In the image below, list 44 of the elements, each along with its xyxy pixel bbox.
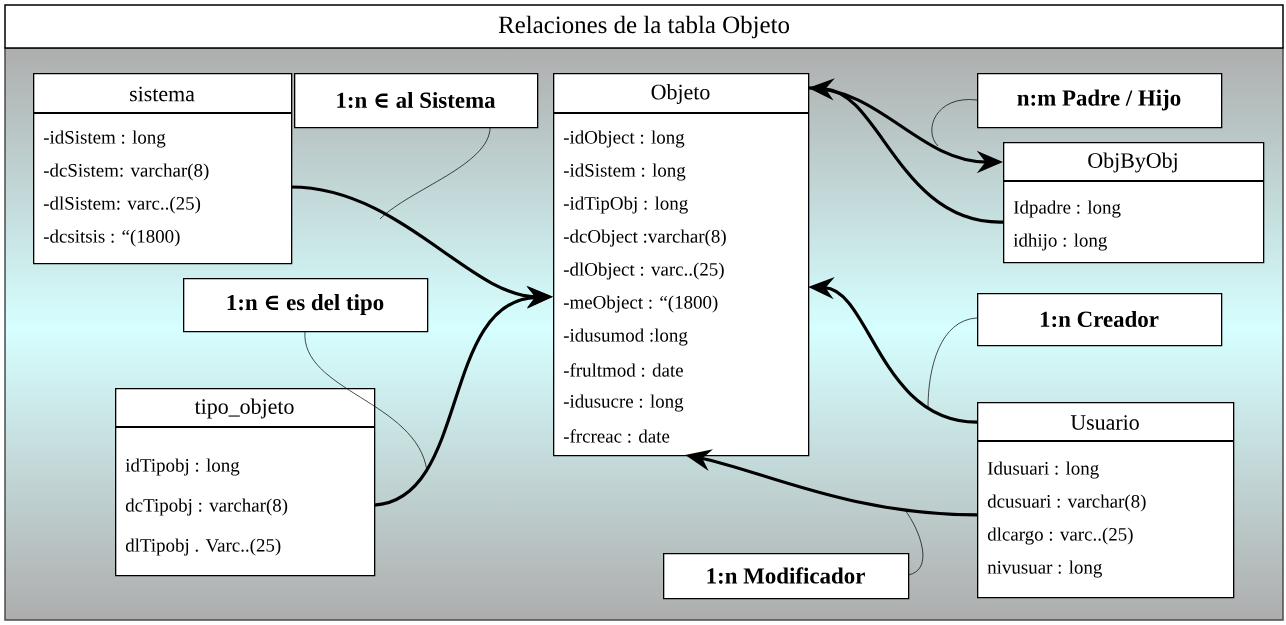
attribute-text: nivusuar : long <box>987 560 1102 578</box>
relation-label: n:m Padre / Hijo <box>977 73 1223 129</box>
leader-line <box>931 99 978 147</box>
attribute-text: dcusuari : varchar(8) <box>987 494 1146 512</box>
class-name: Usuario <box>1070 415 1139 430</box>
attribute-text: -idTipObj : long <box>563 196 688 214</box>
attribute-text: -frultmod : date <box>563 363 683 377</box>
attribute-text: -dcsitsis : “(1800) <box>43 229 180 247</box>
attribute-text: -dlObject : varc..(25) <box>563 262 724 280</box>
relation-label: 1:n Creador <box>977 293 1223 347</box>
attribute-text: -meObject : “(1800) <box>563 295 718 313</box>
leader-line <box>379 126 491 220</box>
class-box <box>115 388 376 577</box>
title-bar: Relaciones de la tabla Objeto <box>4 4 1284 49</box>
attribute-text: -idusumod :long <box>563 328 688 346</box>
class-box <box>553 73 810 457</box>
attribute-text: Idpadre : long <box>1013 200 1121 218</box>
relation-label: 1:n ∈ al Sistema <box>294 73 539 129</box>
leader-line <box>927 317 978 409</box>
attribute-text: -idObject : long <box>563 130 685 148</box>
attribute-text: -dlSistem: varc..(25) <box>43 196 201 214</box>
relation-label: 1:n Modificador <box>663 553 910 600</box>
attribute-text: -idusucre : long <box>563 394 684 412</box>
class-name: tipo_objeto <box>194 398 294 419</box>
leader-line <box>904 509 924 576</box>
attribute-text: idTipobj : long <box>125 458 240 476</box>
class-box <box>1003 142 1265 264</box>
attribute-text: dcTipobj : varchar(8) <box>125 498 288 516</box>
attribute-text: dlcargo : varc..(25) <box>987 527 1133 545</box>
attribute-text: -idSistem : long <box>43 130 166 148</box>
attribute-text: dlTipobj . Varc..(25) <box>125 538 281 556</box>
class-name: Objeto <box>651 84 710 104</box>
attribute-text: -dcObject :varchar(8) <box>563 229 726 247</box>
relation-label: 1:n ∈ es del tipo <box>183 278 429 333</box>
attribute-text: -dcSistem: varchar(8) <box>43 163 209 181</box>
attribute-text: -frcreac : date <box>563 429 670 443</box>
attribute-text: -idSistem : long <box>563 163 686 181</box>
class-name: sistema <box>130 86 195 102</box>
class-box <box>33 73 293 265</box>
leader-line <box>304 330 428 472</box>
attribute-text: Idusuari : long <box>987 461 1099 479</box>
class-name: ObjByObj <box>1088 152 1177 173</box>
class-box <box>977 402 1235 599</box>
attribute-text: idhijo : long <box>1013 233 1107 251</box>
